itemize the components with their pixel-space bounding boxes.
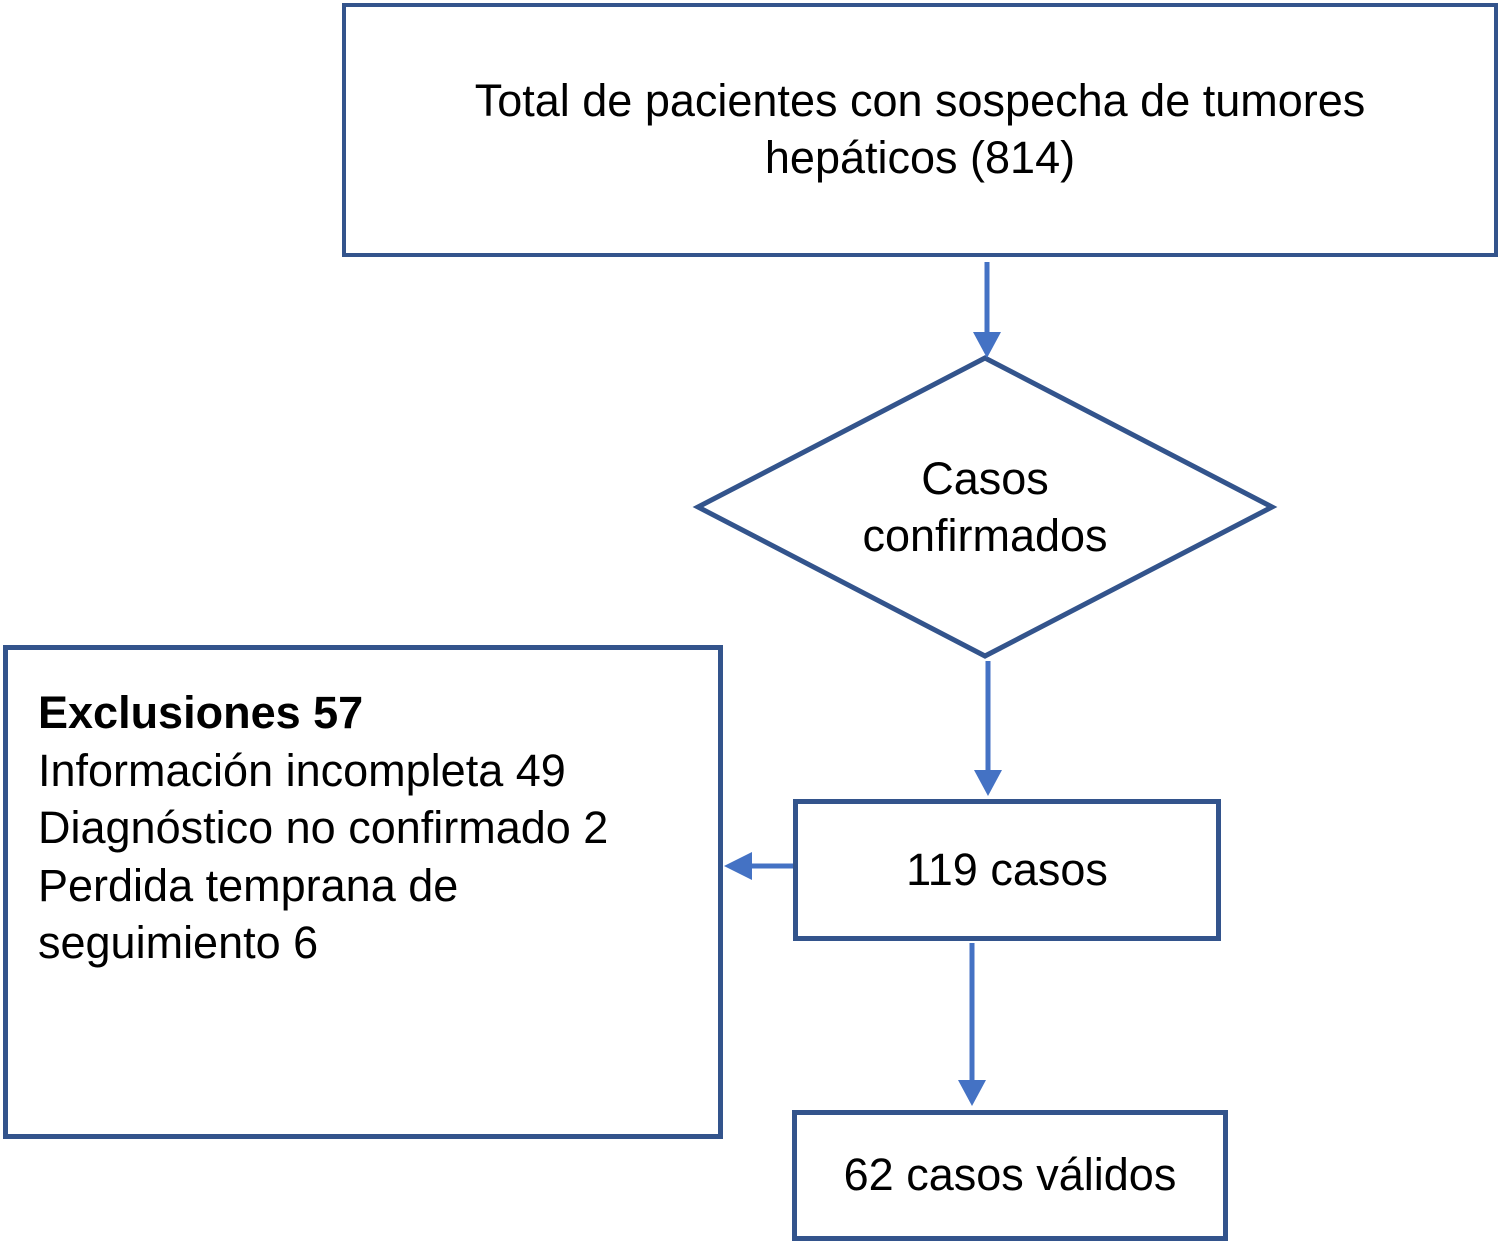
decision-diamond-text: Casos confirmados xyxy=(862,452,1108,561)
valid-cases-box: 62 casos válidos xyxy=(792,1110,1228,1241)
cases-label: 119 casos xyxy=(906,843,1108,895)
cases-box: 119 casos xyxy=(793,799,1221,941)
exclusion-line: Información incompleta 49 xyxy=(38,744,566,796)
valid-cases-label: 62 casos válidos xyxy=(843,1149,1177,1201)
exclusion-line: Perdida temprana de seguimiento 6 xyxy=(38,859,459,969)
arrowhead-down-icon xyxy=(974,770,1002,796)
total-patients-box: Total de pacientes con sospecha de tumor… xyxy=(342,3,1498,257)
arrowhead-down-icon xyxy=(958,1080,986,1106)
arrow-cases-to-valid xyxy=(958,943,986,1106)
exclusions-box: Exclusiones 57 Información incompleta 49… xyxy=(3,645,723,1139)
decision-diamond-label: Casos confirmados xyxy=(815,420,1155,595)
arrow-total-to-diamond xyxy=(973,262,1001,358)
exclusion-line: Diagnóstico no confirmado 2 xyxy=(38,802,609,854)
exclusions-title: Exclusiones 57 xyxy=(38,687,364,738)
arrowhead-left-icon xyxy=(724,852,752,880)
total-patients-label: Total de pacientes con sospecha de tumor… xyxy=(474,75,1366,183)
arrowhead-down-icon xyxy=(973,332,1001,358)
arrow-diamond-to-cases xyxy=(974,661,1002,796)
arrow-cases-to-exclusions xyxy=(724,852,794,880)
decision-diamond-shape xyxy=(692,355,1278,659)
